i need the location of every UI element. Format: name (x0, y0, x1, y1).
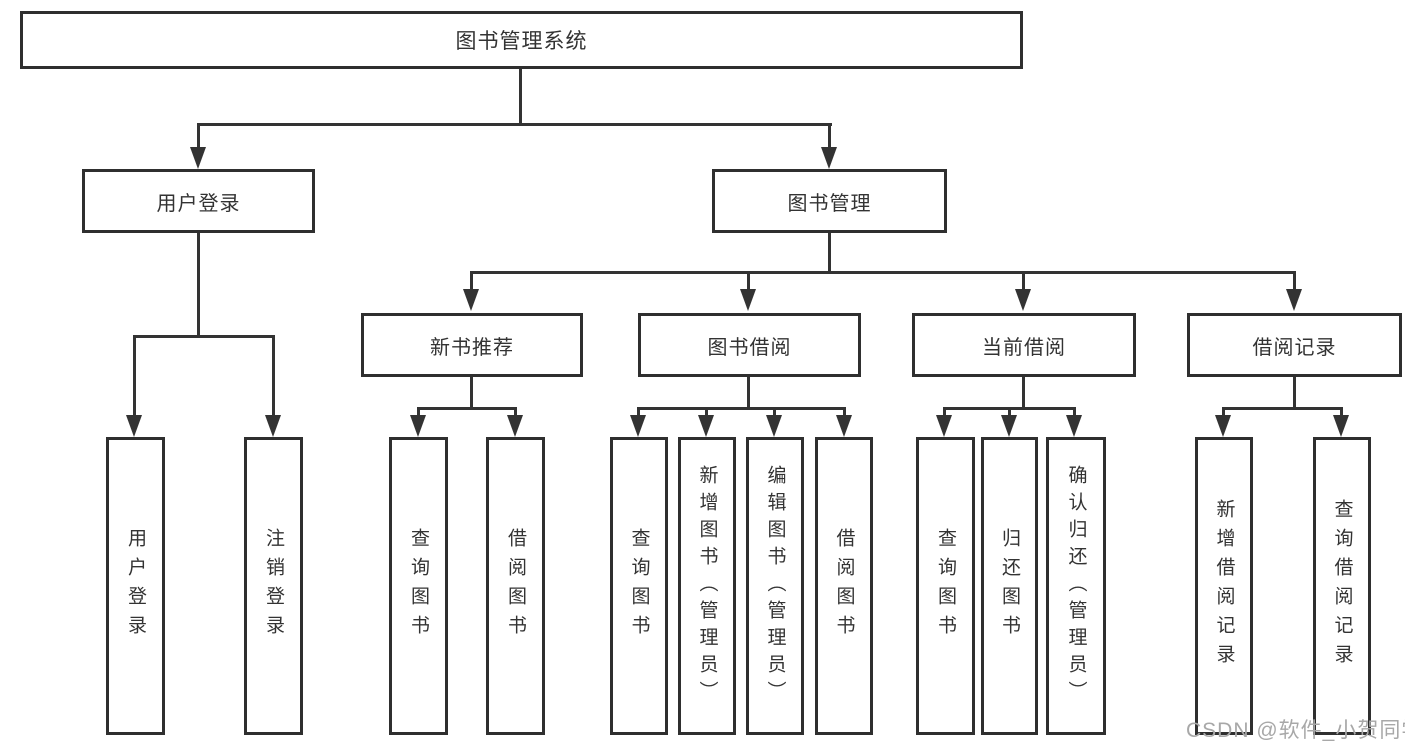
leaf-current-confirm-return-admin: 确认归还（管理员） (1046, 437, 1106, 735)
arrowhead-down-icon (463, 289, 479, 311)
leaf-record-add-borrow-record-label: 新增借阅记录 (1213, 499, 1235, 673)
connector-line (133, 335, 136, 415)
arrowhead-down-icon (698, 415, 714, 437)
csdn-watermark: CSDN @软件_小贺同学 (1186, 719, 1405, 742)
node-root-label: 图书管理系统 (455, 30, 588, 53)
node-current-borrow: 当前借阅 (912, 313, 1136, 377)
arrowhead-down-icon (766, 415, 782, 437)
leaf-user-login: 用户登录 (106, 437, 165, 735)
leaf-record-query-borrow-record-label: 查询借阅记录 (1331, 499, 1353, 673)
arrowhead-down-icon (126, 415, 142, 437)
arrowhead-down-icon (190, 147, 206, 169)
connector-line (943, 407, 946, 417)
arrowhead-down-icon (265, 415, 281, 437)
connector-line (417, 407, 517, 410)
leaf-borrow-query-book: 查询图书 (610, 437, 668, 735)
leaf-current-confirm-return-admin-label: 确认归还（管理员） (1065, 464, 1087, 708)
arrowhead-down-icon (740, 289, 756, 311)
node-book-borrow: 图书借阅 (638, 313, 861, 377)
connector-line (197, 123, 832, 126)
leaf-borrow-add-book-admin: 新增图书（管理员） (678, 437, 736, 735)
connector-line (1008, 407, 1011, 417)
connector-line (514, 407, 517, 417)
leaf-recommend-borrow-book-label: 借阅图书 (505, 528, 526, 644)
connector-line (133, 335, 275, 338)
leaf-borrow-borrow-book-label: 借阅图书 (833, 528, 855, 644)
connector-line (1073, 407, 1076, 417)
leaf-record-add-borrow-record: 新增借阅记录 (1195, 437, 1253, 735)
node-user-login: 用户登录 (82, 169, 315, 233)
connector-line (470, 271, 473, 291)
connector-line (773, 407, 776, 417)
node-book-management-label: 图书管理 (787, 192, 872, 215)
leaf-current-query-book-label: 查询图书 (935, 528, 956, 644)
arrowhead-down-icon (836, 415, 852, 437)
connector-line (272, 335, 275, 415)
connector-line (417, 407, 420, 417)
leaf-borrow-edit-book-admin-label: 编辑图书（管理员） (764, 464, 786, 708)
connector-line (1222, 407, 1343, 410)
connector-line (470, 271, 1296, 274)
connector-line (637, 407, 846, 410)
connector-line (828, 123, 831, 151)
connector-line (637, 407, 640, 417)
connector-line (1340, 407, 1343, 417)
arrowhead-down-icon (410, 415, 426, 437)
arrowhead-down-icon (630, 415, 646, 437)
node-borrow-record-label: 借阅记录 (1252, 336, 1337, 359)
node-book-management: 图书管理 (712, 169, 947, 233)
connector-line (843, 407, 846, 417)
leaf-recommend-borrow-book: 借阅图书 (486, 437, 545, 735)
leaf-user-login-label: 用户登录 (125, 528, 146, 644)
node-root: 图书管理系统 (20, 11, 1023, 69)
node-user-login-label: 用户登录 (156, 192, 241, 215)
leaf-current-return-book: 归还图书 (981, 437, 1038, 735)
arrowhead-down-icon (936, 415, 952, 437)
connector-line (519, 69, 522, 123)
connector-line (1022, 271, 1025, 291)
node-new-book-recommend-label: 新书推荐 (430, 336, 514, 359)
leaf-borrow-borrow-book: 借阅图书 (815, 437, 873, 735)
node-new-book-recommend: 新书推荐 (361, 313, 583, 377)
leaf-borrow-add-book-admin-label: 新增图书（管理员） (696, 464, 718, 708)
leaf-record-query-borrow-record: 查询借阅记录 (1313, 437, 1371, 735)
connector-line (747, 377, 750, 407)
leaf-recommend-query-book: 查询图书 (389, 437, 448, 735)
connector-line (197, 123, 200, 151)
connector-line (1293, 377, 1296, 407)
node-book-borrow-label: 图书借阅 (707, 336, 792, 359)
arrowhead-down-icon (1015, 289, 1031, 311)
arrowhead-down-icon (1286, 289, 1302, 311)
arrowhead-down-icon (1001, 415, 1017, 437)
arrowhead-down-icon (1066, 415, 1082, 437)
connector-line (828, 233, 831, 271)
leaf-current-return-book-label: 归还图书 (999, 528, 1020, 644)
connector-line (1222, 407, 1225, 417)
arrowhead-down-icon (1333, 415, 1349, 437)
leaf-recommend-query-book-label: 查询图书 (408, 528, 429, 644)
node-borrow-record: 借阅记录 (1187, 313, 1402, 377)
connector-line (1022, 377, 1025, 407)
leaf-borrow-edit-book-admin: 编辑图书（管理员） (746, 437, 804, 735)
connector-line (747, 271, 750, 291)
connector-line (1293, 271, 1296, 291)
leaf-logout: 注销登录 (244, 437, 303, 735)
node-current-borrow-label: 当前借阅 (982, 336, 1066, 359)
connector-line (197, 233, 200, 335)
leaf-current-query-book: 查询图书 (916, 437, 975, 735)
leaf-borrow-query-book-label: 查询图书 (628, 528, 650, 644)
leaf-logout-label: 注销登录 (263, 528, 284, 644)
connector-line (470, 377, 473, 407)
arrowhead-down-icon (507, 415, 523, 437)
arrowhead-down-icon (821, 147, 837, 169)
arrowhead-down-icon (1215, 415, 1231, 437)
connector-line (705, 407, 708, 417)
